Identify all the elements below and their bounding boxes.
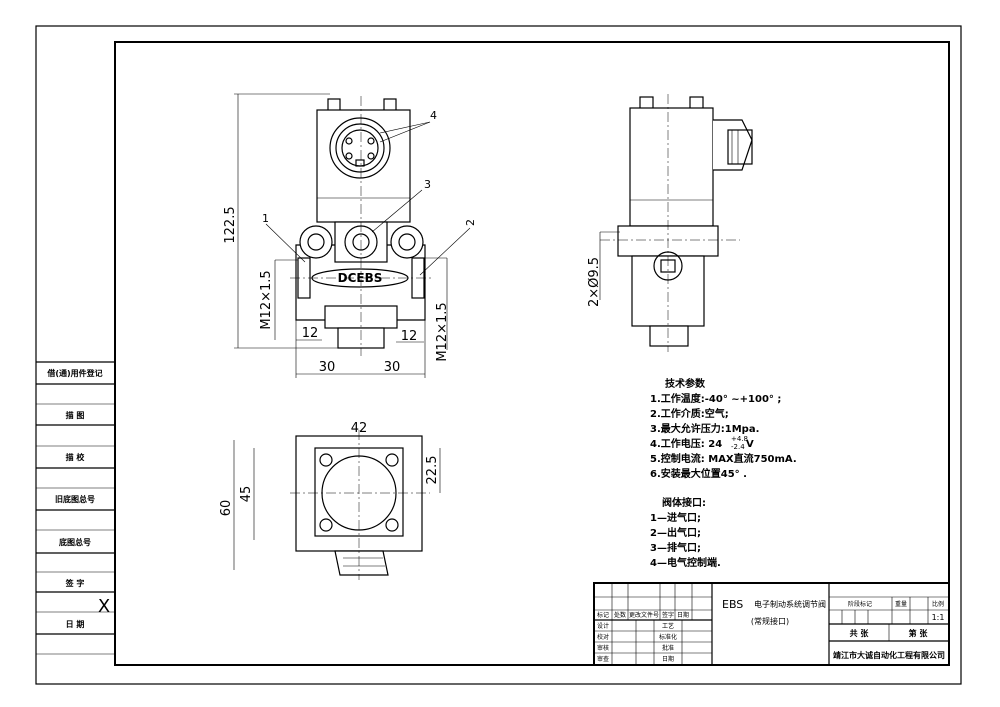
tb-drawing-sub: (常规接口) <box>751 616 789 626</box>
tb-stage-label: 阶段标记 <box>848 600 872 608</box>
side-view: 2×Ø9.5 <box>587 94 753 352</box>
trace-check-label: 描 校 <box>66 452 86 462</box>
base-no-label: 底图总号 <box>58 537 91 547</box>
callout-1: 1 <box>262 212 269 225</box>
tb-scale: 1:1 <box>932 613 945 622</box>
dim-right-30: 30 <box>384 360 401 375</box>
dim-left-12: 12 <box>302 326 319 341</box>
left-register-column: 借(通)用件登记 描 图 描 校 旧底图总号 底图总号 签 字 X 日 期 <box>36 361 115 655</box>
tb-h-sign: 签字 <box>662 611 674 619</box>
tb-designer: 设计 <box>597 622 609 630</box>
tech-line-2: 2.工作介质:空气; <box>650 407 729 420</box>
tb-scale-label: 比例 <box>932 600 944 608</box>
tech-notes: 技术参数 1.工作温度:-40° ~+100° ; 2.工作介质:空气; 3.最… <box>650 377 797 569</box>
tech-title: 技术参数 <box>665 377 706 390</box>
dim-height: 122.5 <box>223 206 238 243</box>
dim-bottom-60: 60 <box>219 500 234 517</box>
tech-line-1: 1.工作温度:-40° ~+100° ; <box>650 392 781 405</box>
signature-label: 签 字 <box>65 578 85 588</box>
callout-4: 4 <box>430 109 437 122</box>
dim-right-12: 12 <box>401 329 418 344</box>
dim-left-thread: M12×1.5 <box>259 270 274 329</box>
register-label: 借(通)用件登记 <box>46 368 102 378</box>
signature-mark: X <box>98 596 110 617</box>
brand-label: DCEBS <box>338 271 383 285</box>
tb-h-mark: 标记 <box>597 611 609 619</box>
tech-line-6: 6.安装最大位置45° . <box>650 467 747 480</box>
tb-total-sheets: 共 张 <box>850 628 870 638</box>
tb-h-change-doc: 更改文件号 <box>629 611 659 619</box>
bottom-view: 42 45 60 22.5 <box>219 421 441 580</box>
tb-checker: 校对 <box>597 633 609 641</box>
tb-craft: 工艺 <box>662 622 674 630</box>
tb-date: 日期 <box>662 655 674 663</box>
tb-reviewer: 审核 <box>597 644 609 652</box>
tb-weight-label: 重量 <box>895 600 907 608</box>
callout-2: 2 <box>464 219 477 226</box>
dim-bottom-22-5: 22.5 <box>425 456 440 485</box>
tech-voltage-upper: +4.8 <box>731 435 748 443</box>
dim-side-port: 2×Ø9.5 <box>587 257 602 307</box>
tech-line-5: 5.控制电流: MAX直流750mA. <box>650 452 797 465</box>
tracing-label: 描 图 <box>66 410 85 420</box>
dim-right-thread: M12×1.5 <box>435 302 450 361</box>
tb-h-date: 日期 <box>677 611 689 619</box>
dim-bottom-45: 45 <box>239 486 254 503</box>
tech-voltage-unit: V <box>746 439 754 450</box>
tb-company: 靖江市大诚自动化工程有限公司 <box>833 650 945 660</box>
tb-h-count: 处数 <box>614 611 626 619</box>
dim-left-30: 30 <box>319 360 336 375</box>
port-line-2: 2—出气口; <box>650 526 701 539</box>
title-block: 标记 处数 更改文件号 签字 日期 设计 校对 审核 审查 工艺 标准化 批准 … <box>593 582 950 666</box>
tb-name-prefix: EBS <box>722 598 743 611</box>
tb-approval: 批准 <box>662 644 674 652</box>
dim-bottom-width: 42 <box>351 421 368 436</box>
port-line-3: 3—排气口; <box>650 541 701 554</box>
front-view: DCEBS 122.5 M12×1.5 M12×1.5 12 12 30 30 … <box>223 93 477 378</box>
outer-border <box>35 25 962 685</box>
tb-standard: 标准化 <box>659 633 677 641</box>
port-line-4: 4—电气控制端. <box>650 556 721 569</box>
inner-border <box>114 41 950 666</box>
tech-voltage-lower: -2.4 <box>731 443 745 451</box>
tech-line-4: 4.工作电压: 24 <box>650 437 722 450</box>
tech-line-3: 3.最大允许压力:1Mpa. <box>650 422 759 435</box>
ports-title: 阀体接口: <box>662 496 706 509</box>
tb-approve: 审查 <box>597 655 609 663</box>
tb-sheet-no: 第 张 <box>909 628 929 638</box>
tb-drawing-name: 电子制动系统调节阀 <box>754 599 826 609</box>
port-line-1: 1—进气口; <box>650 511 701 524</box>
date-label: 日 期 <box>66 619 85 629</box>
callout-3: 3 <box>424 178 431 191</box>
old-base-no-label: 旧底图总号 <box>55 494 95 504</box>
